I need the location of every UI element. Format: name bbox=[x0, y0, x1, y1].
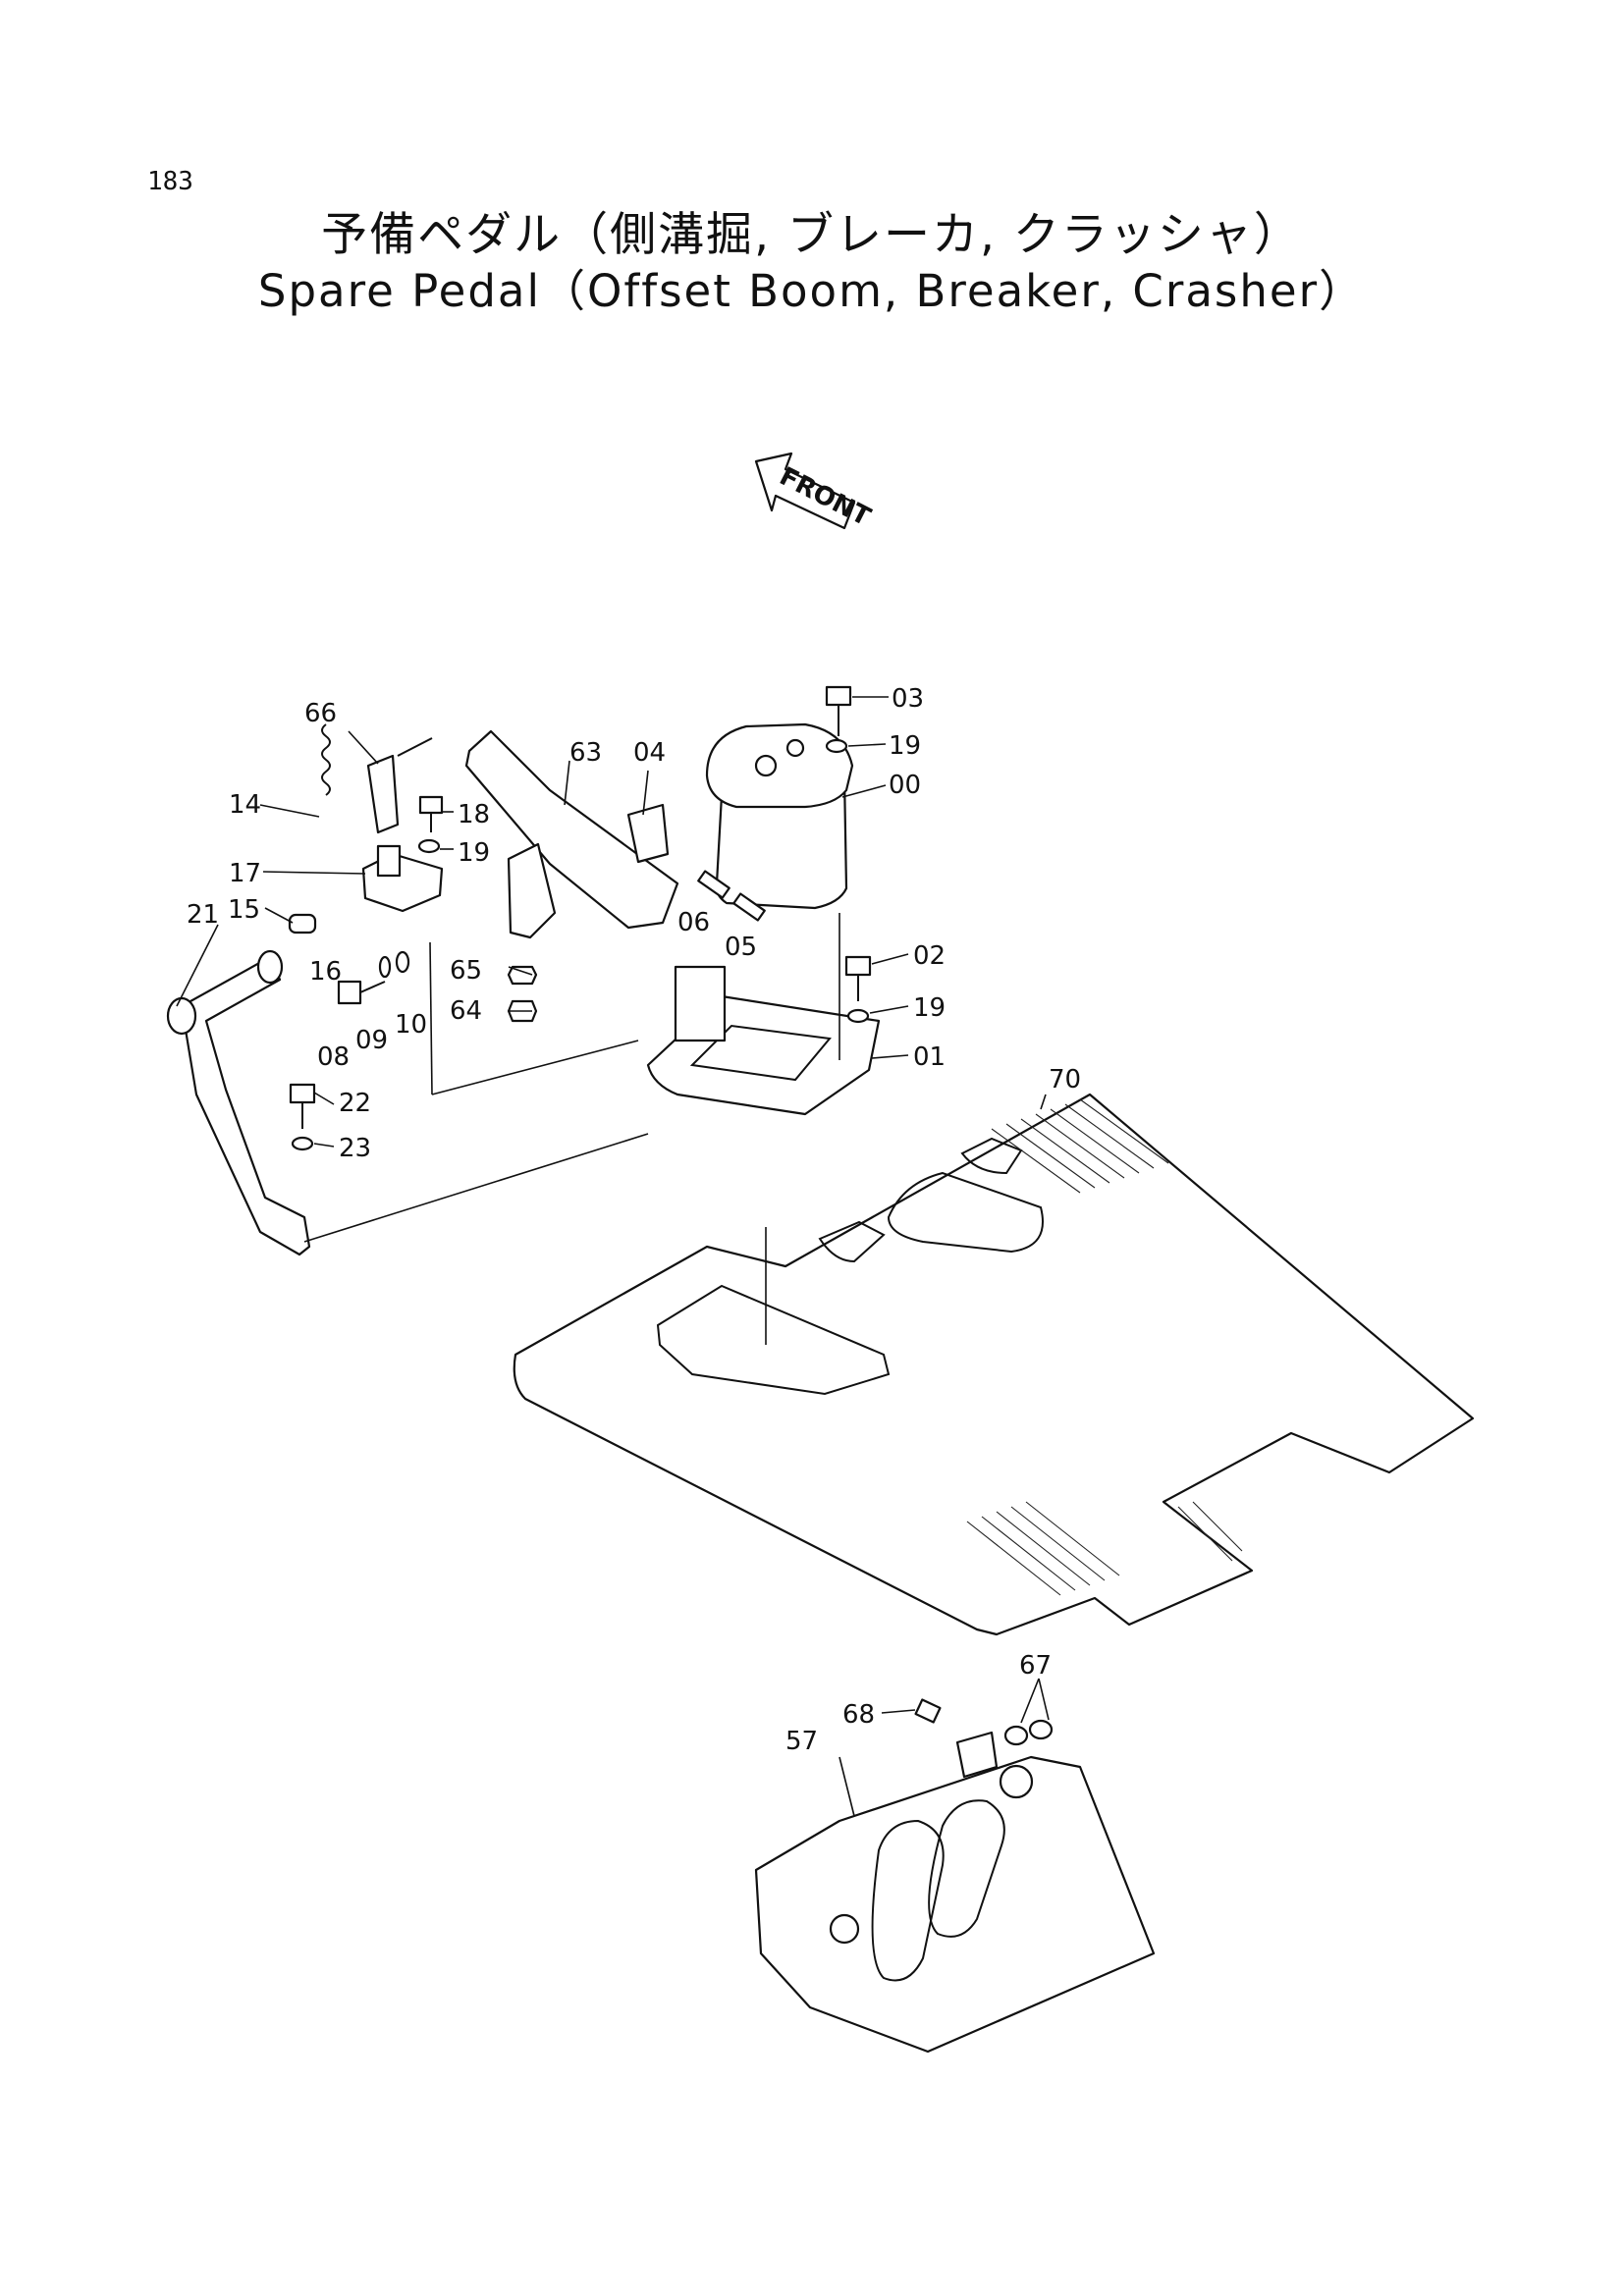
base-plate-01 bbox=[646, 965, 881, 1345]
callout-09: 09 bbox=[355, 1026, 388, 1055]
alignment-line bbox=[303, 1133, 649, 1243]
title-english: Spare Pedal（Offset Boom, Breaker, Crashe… bbox=[257, 265, 1366, 317]
callout-19-bracket: 19 bbox=[458, 838, 490, 868]
bolt-22 bbox=[289, 1083, 316, 1129]
callout-65: 65 bbox=[450, 956, 482, 986]
bolt-03 bbox=[825, 685, 852, 736]
callout-63: 63 bbox=[569, 738, 602, 768]
callout-19-base: 19 bbox=[913, 993, 946, 1023]
bolt-02 bbox=[844, 955, 872, 1001]
pedal-63 bbox=[464, 729, 679, 939]
callout-66: 66 bbox=[304, 699, 337, 728]
callout-01: 01 bbox=[913, 1042, 946, 1072]
washer-10 bbox=[395, 950, 410, 974]
callout-labels: 00 01 02 03 04 05 06 08 09 10 14 15 16 1… bbox=[187, 684, 1081, 1756]
pin-15 bbox=[288, 913, 317, 934]
callout-22: 22 bbox=[339, 1089, 371, 1118]
mat-hatching-bottom bbox=[966, 1501, 1243, 1596]
cover-57 bbox=[754, 1731, 1156, 2054]
callout-68: 68 bbox=[842, 1700, 875, 1730]
callout-16: 16 bbox=[309, 957, 342, 987]
callout-10: 10 bbox=[395, 1010, 427, 1040]
callout-19-top: 19 bbox=[889, 731, 921, 761]
bracket-17 bbox=[361, 844, 444, 913]
callout-14: 14 bbox=[229, 790, 261, 820]
callout-15: 15 bbox=[228, 895, 260, 925]
washer-19-base bbox=[846, 1008, 870, 1024]
callout-17: 17 bbox=[229, 859, 261, 888]
callout-04: 04 bbox=[633, 738, 666, 768]
leader-lines bbox=[176, 696, 1050, 1817]
washer-09 bbox=[378, 955, 392, 979]
pedal-valve-00 bbox=[705, 722, 854, 910]
callout-03: 03 bbox=[892, 684, 924, 714]
callout-57: 57 bbox=[785, 1727, 818, 1756]
washer-23 bbox=[291, 1136, 314, 1151]
fitting-67 bbox=[1003, 1719, 1054, 1746]
callout-05: 05 bbox=[725, 933, 757, 962]
callout-00: 00 bbox=[889, 771, 921, 800]
callout-67: 67 bbox=[1019, 1651, 1052, 1681]
link-66 bbox=[366, 737, 433, 834]
floor-mat-70 bbox=[513, 1093, 1475, 1636]
pin-05 bbox=[732, 892, 766, 922]
mat-hatching-top bbox=[991, 1098, 1169, 1194]
alignment-line bbox=[431, 1040, 639, 1095]
washer-19-top bbox=[825, 738, 848, 754]
callout-23: 23 bbox=[339, 1134, 371, 1163]
callout-64: 64 bbox=[450, 996, 482, 1026]
bolt-18 bbox=[418, 795, 444, 832]
page-number: 183 bbox=[147, 167, 193, 196]
washer-19-bracket bbox=[417, 838, 441, 854]
callout-70: 70 bbox=[1049, 1065, 1081, 1095]
lever-21 bbox=[166, 949, 311, 1256]
callout-02: 02 bbox=[913, 941, 946, 971]
spring-14 bbox=[321, 723, 331, 796]
alignment-line bbox=[429, 941, 433, 1095]
fitting-68 bbox=[914, 1698, 942, 1724]
bolt-08 bbox=[337, 980, 386, 1005]
block-04 bbox=[626, 803, 670, 864]
pin-06 bbox=[697, 870, 730, 899]
title-japanese: 予備ペダル（側溝掘, ブレーカ, クラッシャ） bbox=[321, 208, 1302, 262]
callout-18: 18 bbox=[458, 800, 490, 829]
callout-21: 21 bbox=[187, 900, 219, 930]
callout-06: 06 bbox=[677, 908, 710, 937]
callout-08: 08 bbox=[317, 1042, 350, 1072]
nut-65 bbox=[507, 965, 538, 986]
front-arrow-icon: FRONT bbox=[754, 452, 875, 532]
